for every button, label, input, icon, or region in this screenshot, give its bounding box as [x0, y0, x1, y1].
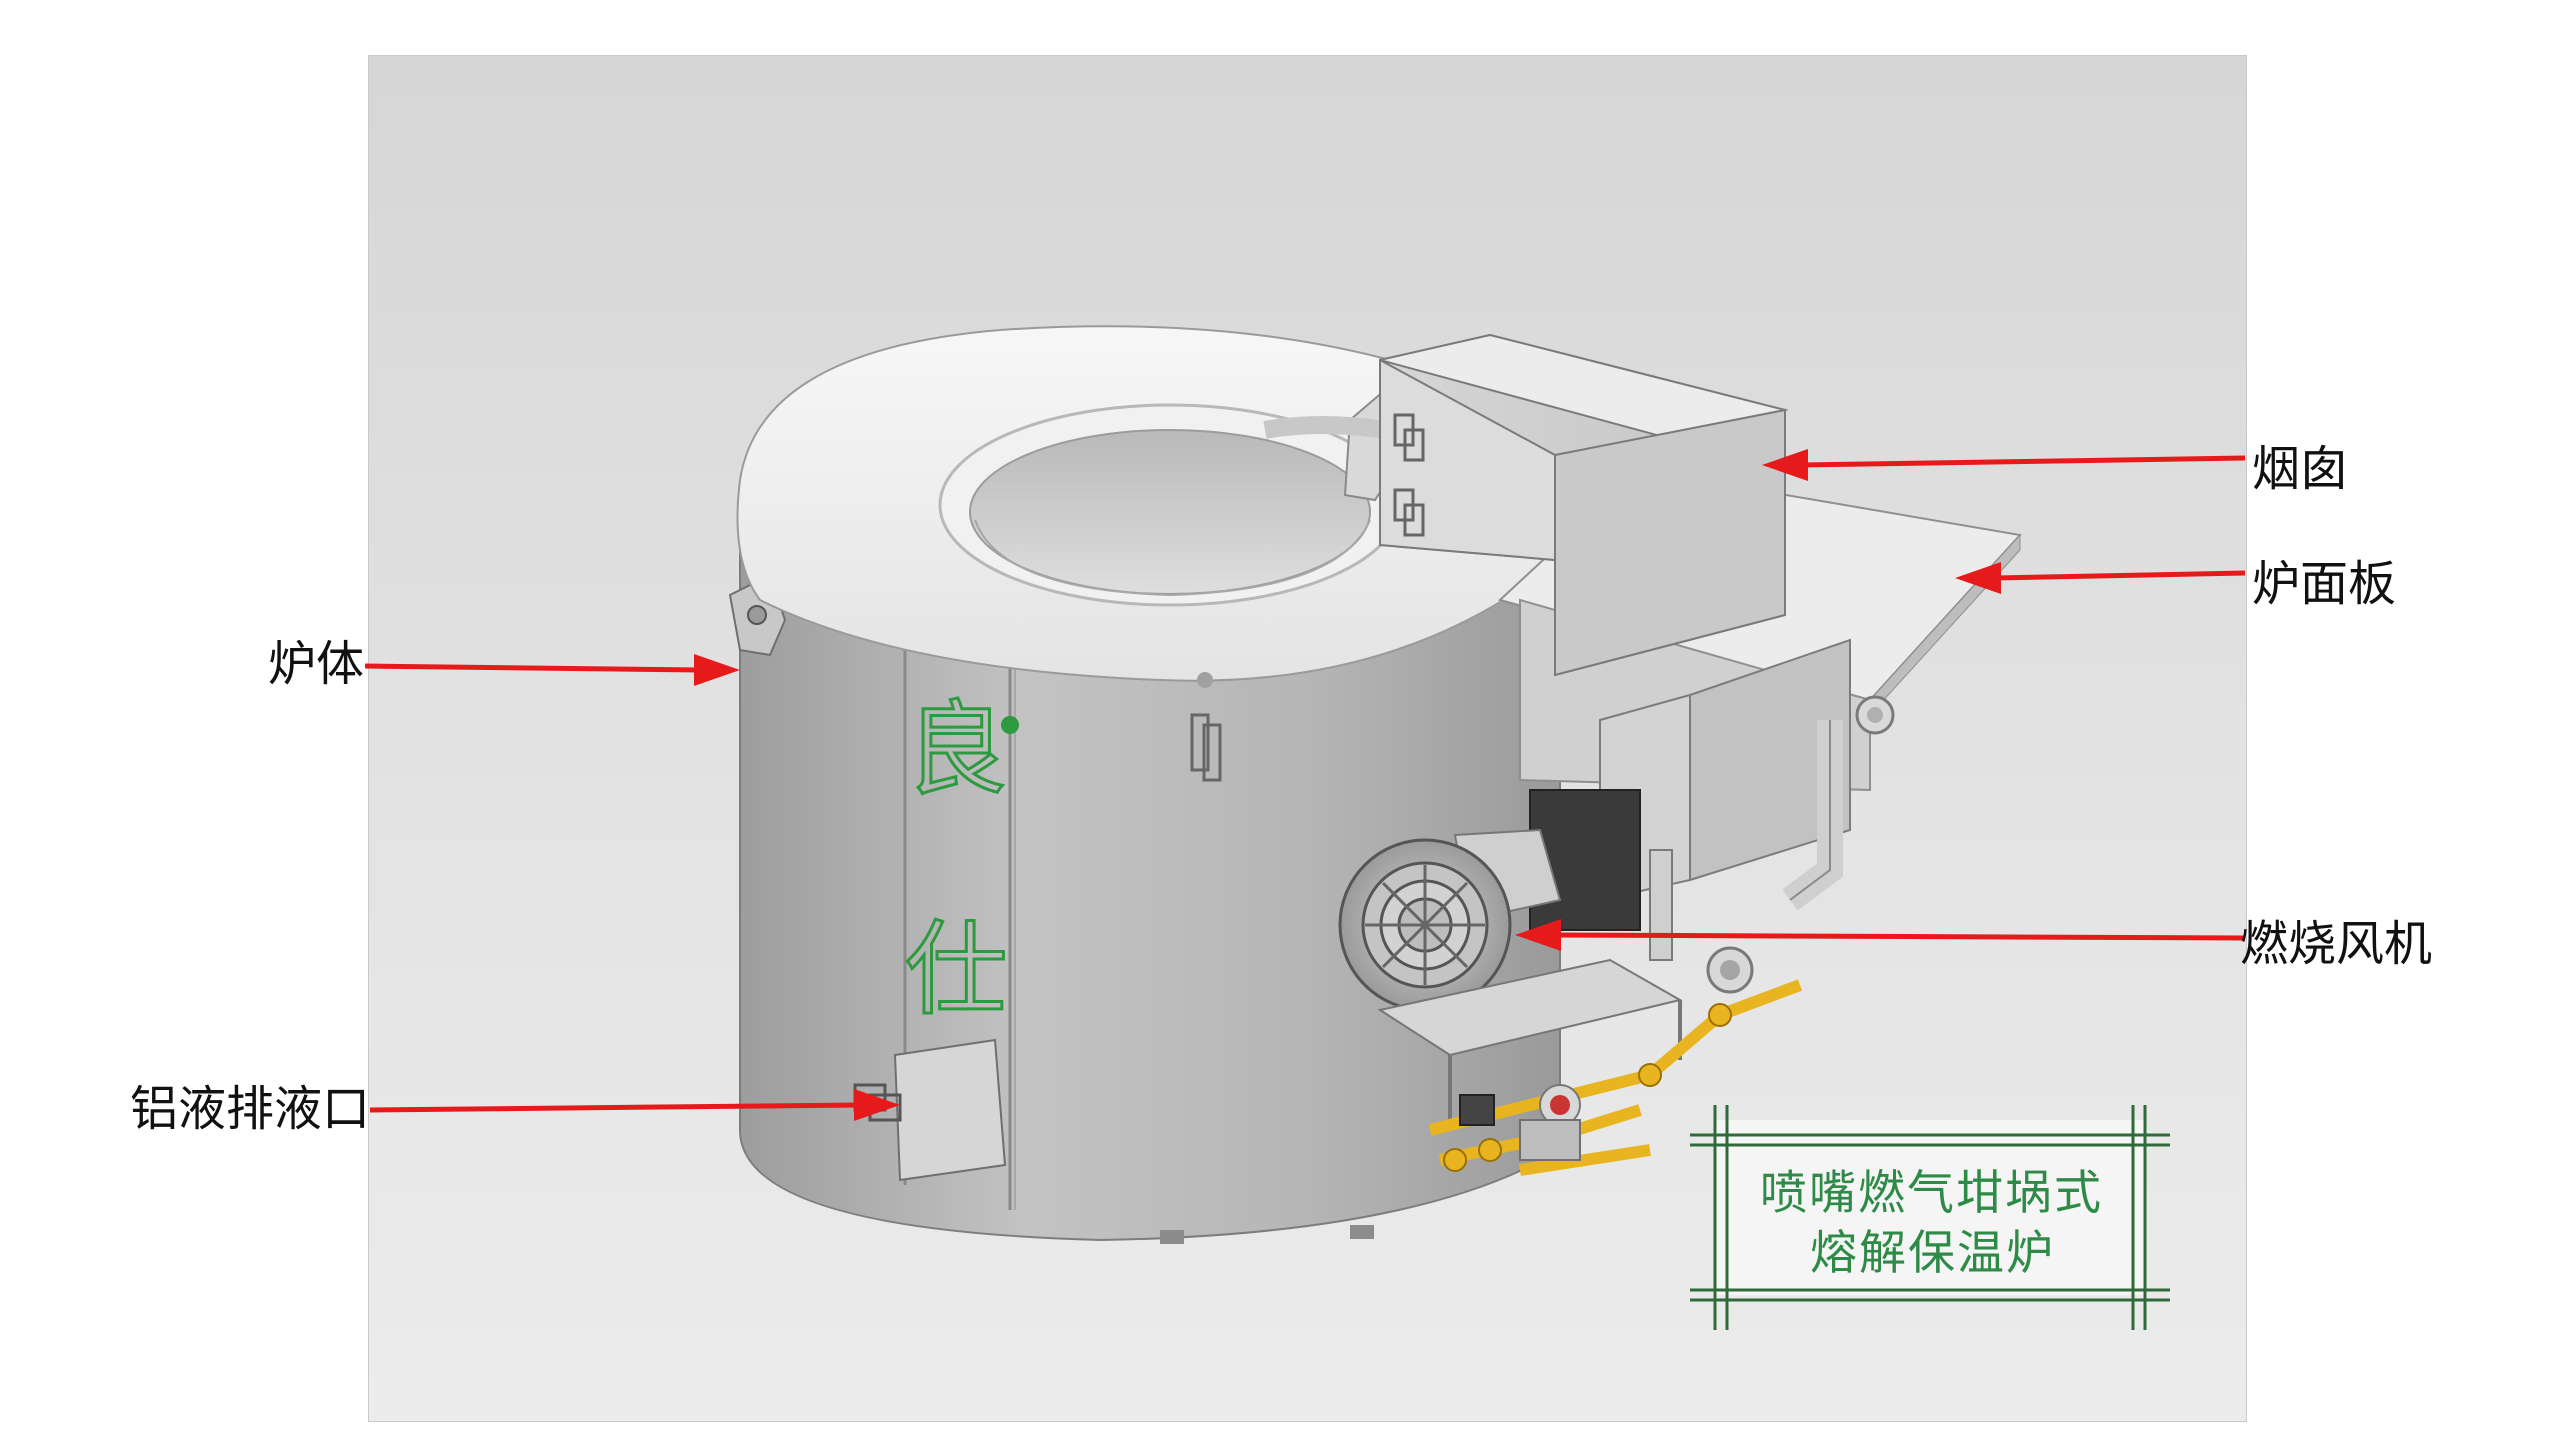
arrow-head-body	[694, 654, 740, 686]
arrow-drain	[369, 1102, 861, 1113]
label-furnace-panel: 炉面板	[2252, 556, 2397, 612]
label-chimney: 烟囱	[2252, 441, 2349, 497]
label-furnace-body: 炉体	[268, 636, 365, 692]
arrow-head-fan	[1515, 919, 1561, 951]
furnace-top-ring	[736, 325, 1561, 688]
callout-arrows	[364, 449, 2246, 1121]
combustion-fan	[1338, 789, 1683, 1120]
chimney	[1263, 333, 1789, 677]
gas-pipeline	[1428, 979, 1803, 1176]
label-aluminum-drain: 铝液排液口	[130, 1081, 371, 1137]
plaque-line-1: 喷嘴燃气坩埚式	[1760, 1166, 2103, 1221]
arrow-body	[364, 663, 701, 673]
arrow-chimney	[1799, 455, 2246, 468]
arrow-fan	[1554, 932, 2246, 941]
arrow-head-drain	[854, 1089, 900, 1121]
brand-char-2: 仕	[904, 911, 1009, 1030]
arrow-head-chimney	[1762, 449, 1808, 481]
brand-char-1: 良	[904, 691, 1009, 810]
body-handle	[1190, 713, 1222, 782]
brand-dot	[1001, 716, 1019, 734]
plaque-line-2: 熔解保温炉	[1810, 1226, 2055, 1281]
arrow-head-panel	[1955, 562, 2001, 594]
label-combustion-fan: 燃烧风机	[2240, 916, 2433, 972]
arrow-panel	[1994, 570, 2246, 581]
product-plaque	[1690, 1105, 2170, 1330]
